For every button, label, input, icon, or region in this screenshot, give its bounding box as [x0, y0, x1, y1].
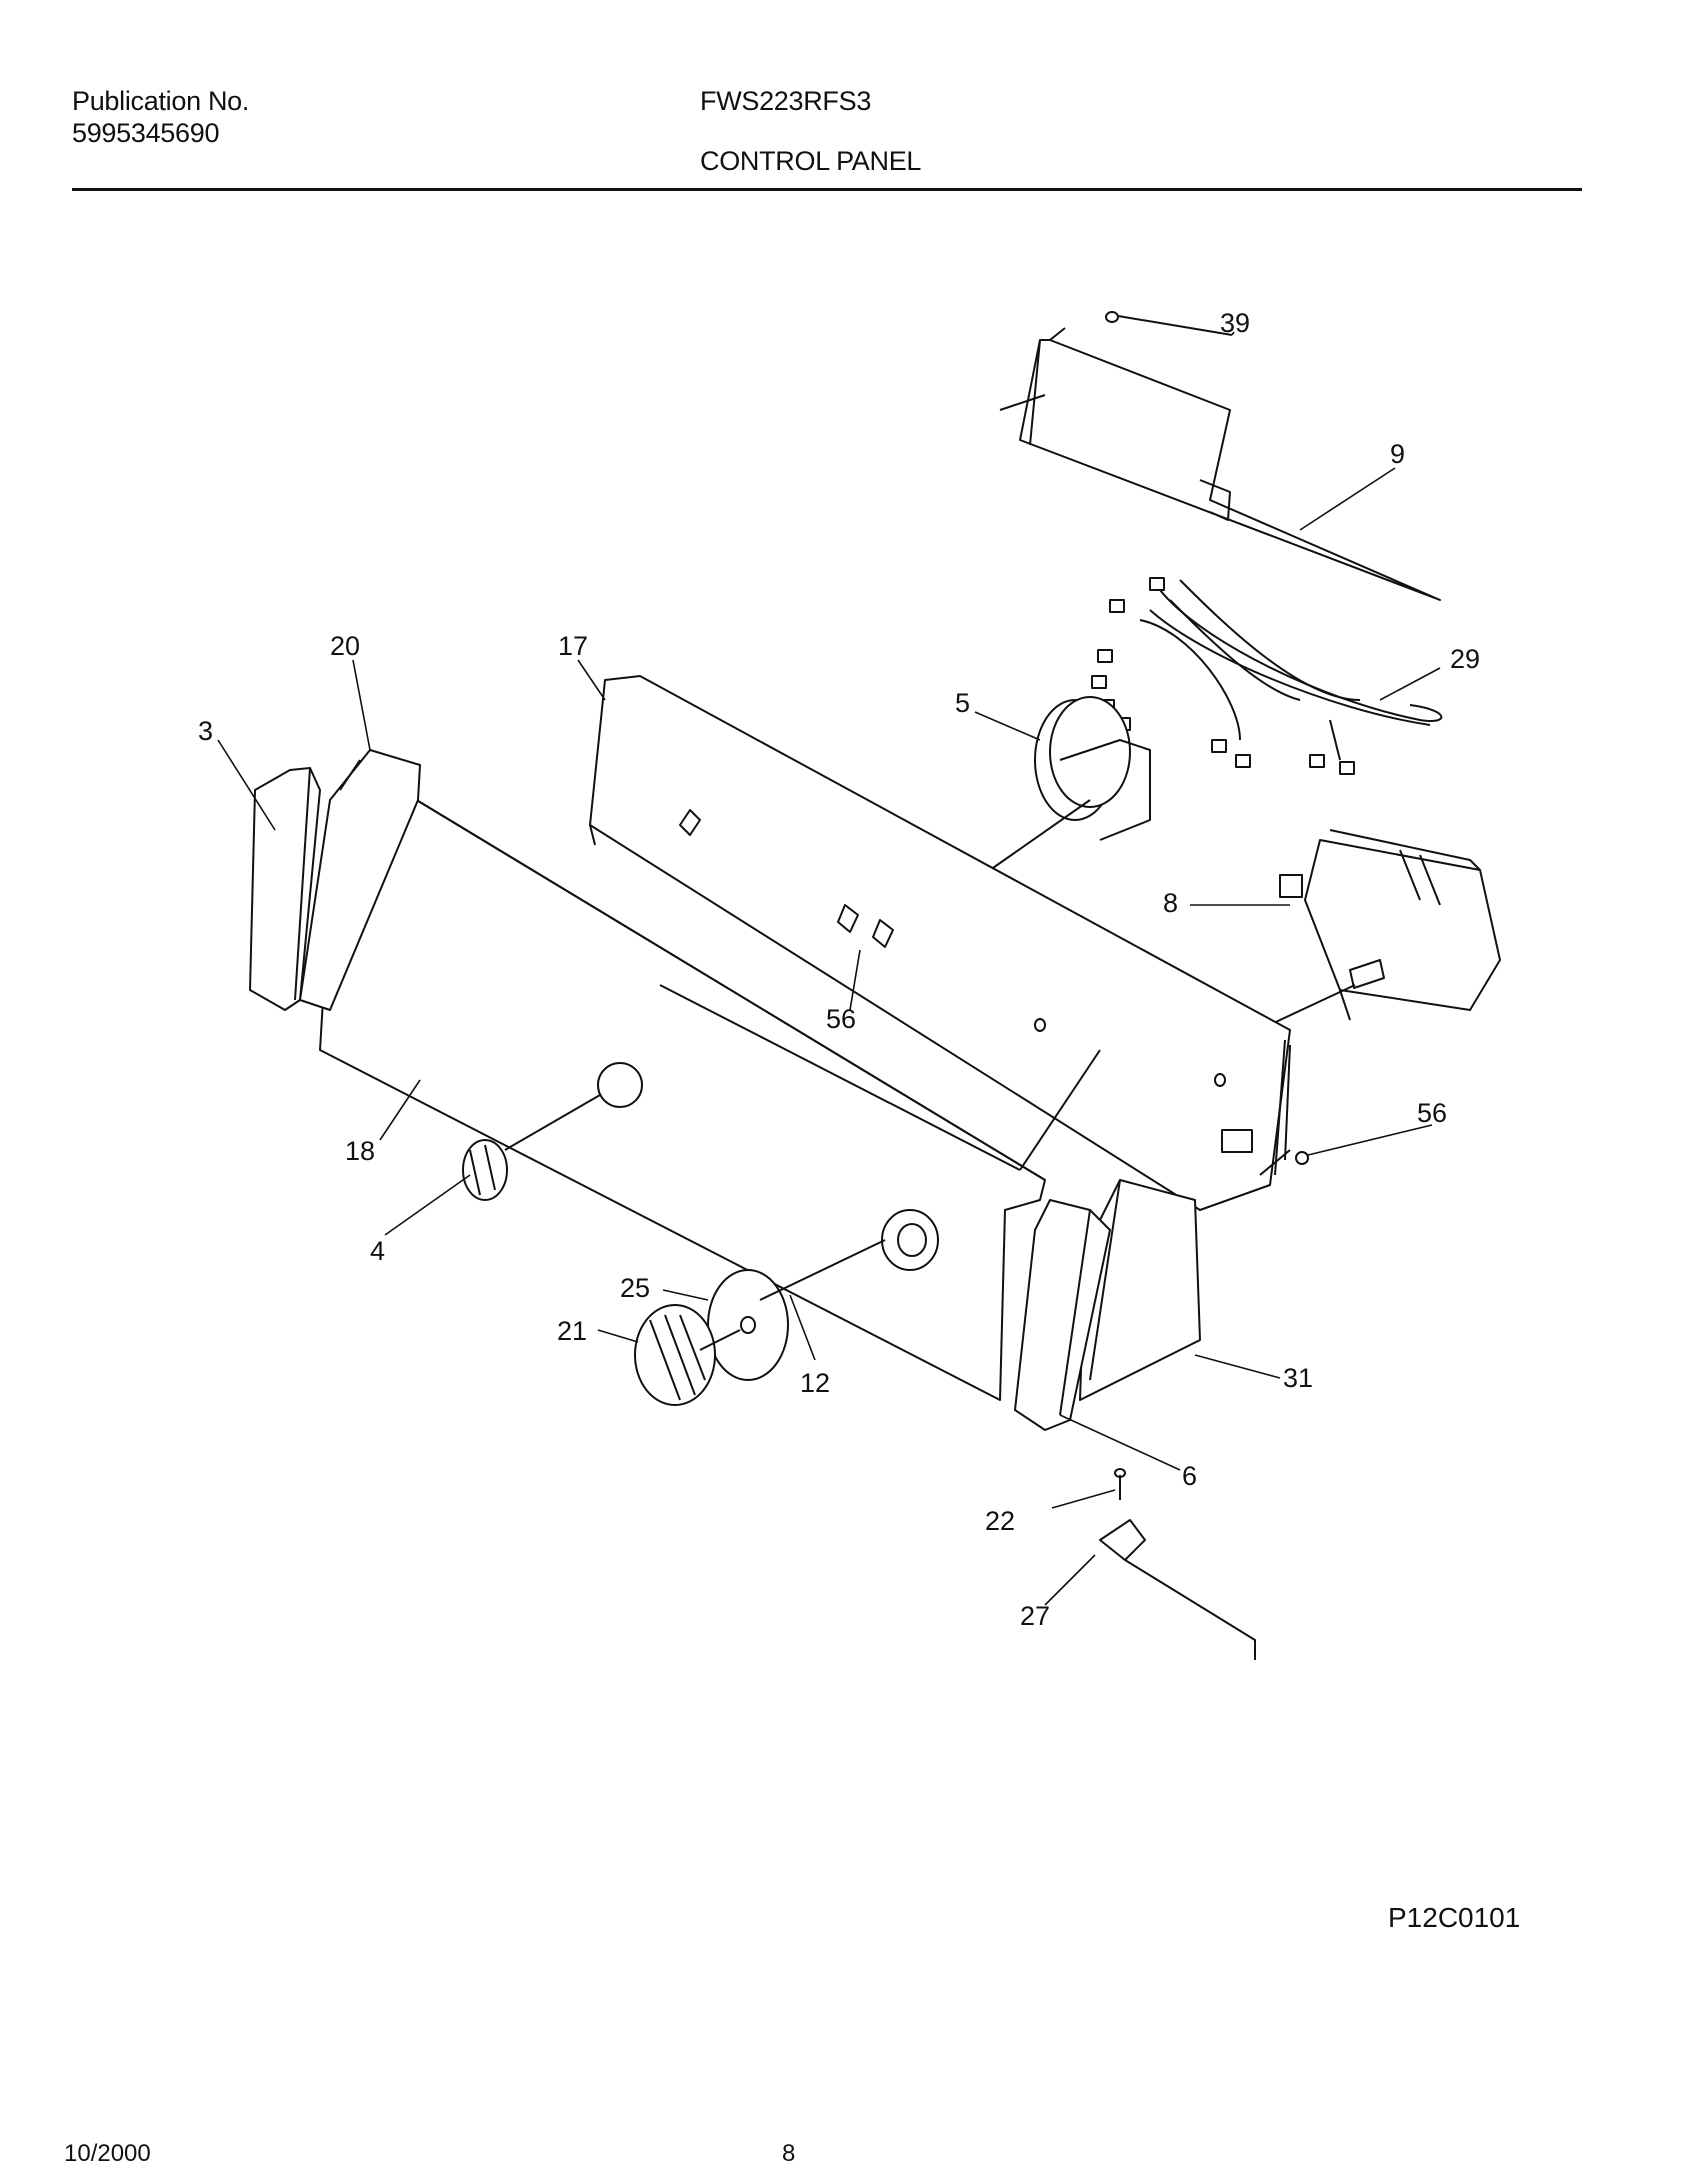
part-label-29: 29 [1450, 644, 1480, 674]
timer [1204, 829, 1501, 1056]
right-end-cap [1014, 1199, 1111, 1431]
part-label-39: 39 [1220, 308, 1250, 338]
part-label-18: 18 [345, 1136, 375, 1166]
part-label-21: 21 [557, 1316, 587, 1346]
clip [1099, 1519, 1256, 1660]
section-title: CONTROL PANEL [700, 146, 922, 176]
part-label-5: 5 [955, 688, 970, 718]
part-label-25: 25 [620, 1273, 650, 1303]
part-label-17: 17 [558, 631, 588, 661]
publication-label: Publication No. [72, 86, 250, 116]
part-label-56-right: 56 [1417, 1098, 1447, 1128]
footer-page-number: 8 [782, 2140, 796, 2167]
left-end-cap [249, 767, 321, 1011]
part-label-9: 9 [1390, 439, 1405, 469]
wire-harness [1091, 577, 1443, 775]
footer-date: 10/2000 [64, 2140, 151, 2167]
control-panel-front [319, 789, 1101, 1401]
knob-4 [462, 1094, 601, 1201]
model-number: FWS223RFS3 [700, 86, 872, 116]
part-label-12: 12 [800, 1368, 830, 1398]
part-label-4: 4 [370, 1236, 385, 1266]
water-level-switch [989, 696, 1151, 871]
rear-cover-panel [999, 327, 1441, 601]
figure-code: P12C0101 [1388, 1902, 1521, 1933]
screw-22 [1114, 1468, 1126, 1500]
publication-number: 5995345690 [72, 118, 220, 148]
header-rule [72, 188, 1582, 191]
part-label-6: 6 [1182, 1461, 1197, 1491]
control-panel-back [589, 675, 1291, 1211]
part-label-8: 8 [1163, 888, 1178, 918]
screw-39 [1105, 311, 1233, 336]
timer-knob [634, 1304, 741, 1406]
part-label-56-center: 56 [826, 1004, 856, 1034]
part-label-20: 20 [330, 631, 360, 661]
dial-skirt [707, 1269, 789, 1381]
part-label-31: 31 [1283, 1363, 1313, 1393]
part-label-22: 22 [985, 1506, 1015, 1536]
part-label-3: 3 [198, 716, 213, 746]
part-label-27: 27 [1020, 1601, 1050, 1631]
left-bracket [299, 749, 421, 1011]
screw-56 [1259, 1149, 1309, 1176]
shaft [759, 1239, 886, 1301]
